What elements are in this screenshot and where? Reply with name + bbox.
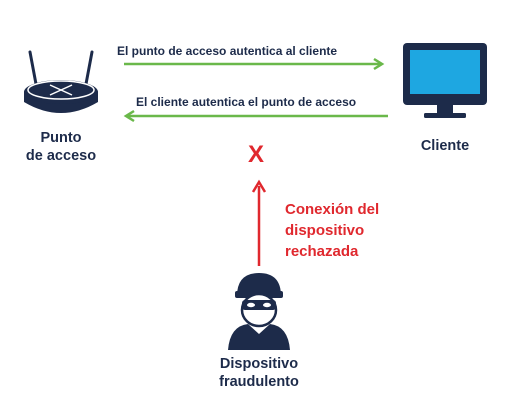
rogue-device-label-line1: Dispositivo bbox=[219, 356, 299, 372]
rejection-mark: X bbox=[248, 141, 265, 168]
arrow-ap-to-client bbox=[124, 57, 385, 71]
rogue-device-label: Dispositivo fraudulento bbox=[199, 355, 319, 391]
client-label: Cliente bbox=[420, 138, 470, 154]
monitor-icon bbox=[403, 43, 487, 118]
hacker-icon bbox=[228, 273, 290, 350]
access-point-label-line2: de acceso bbox=[25, 148, 97, 164]
rogue-device-label-line2: fraudulento bbox=[219, 374, 299, 390]
arrow-rejected-connection bbox=[251, 179, 267, 266]
access-point-label-line1: Punto bbox=[40, 130, 82, 146]
rejection-label: Conexión del dispositivo rechazada bbox=[285, 201, 380, 260]
router-icon bbox=[24, 50, 98, 113]
edge-label-ap-to-client: El punto de acceso autentica al cliente bbox=[117, 44, 338, 58]
edge-label-client-to-ap: El cliente autentica el punto de acceso bbox=[136, 95, 357, 109]
access-point-label: Punto de acceso bbox=[10, 129, 112, 165]
arrow-client-to-ap bbox=[123, 109, 388, 123]
